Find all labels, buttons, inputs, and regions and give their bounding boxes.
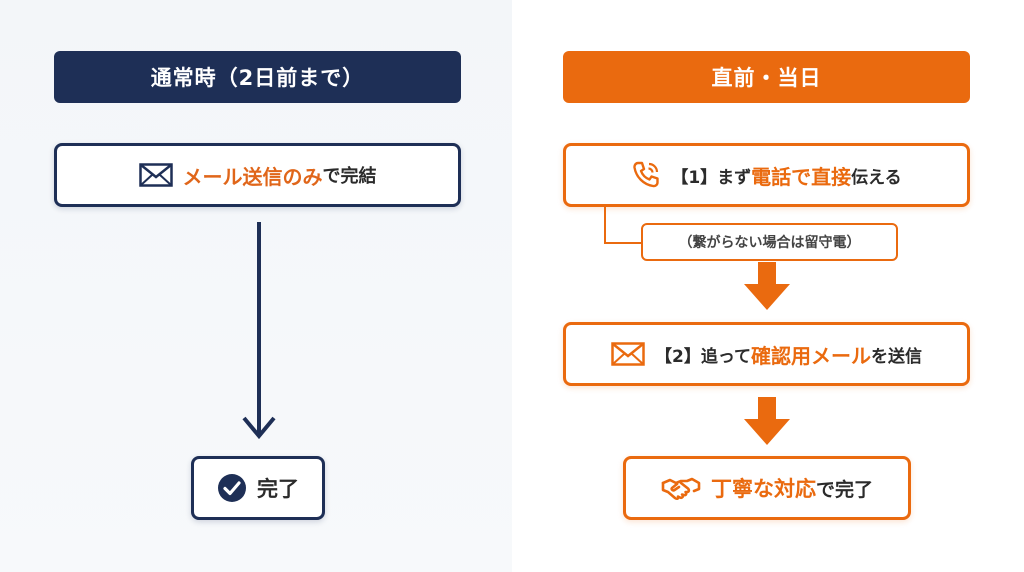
email-step-highlight: 確認用メール [750, 343, 871, 368]
email-step-prefix: 【2】追って [655, 346, 751, 367]
note-connector-vertical [604, 207, 606, 244]
email-only-highlight: メール送信のみ [182, 164, 323, 189]
phone-step-highlight: 電話で直接 [751, 164, 852, 189]
done-right-rest: で完了 [815, 478, 873, 501]
email-step-rest: を送信 [870, 346, 922, 367]
mail-icon [138, 163, 173, 187]
done-box-left: 完了 [191, 456, 325, 520]
done-right-highlight: 丁寧な対応 [710, 477, 816, 501]
phone-step-rest: 伝える [851, 167, 902, 188]
handshake-icon [661, 475, 701, 501]
email-only-step: メール送信のみ で完結 [54, 143, 461, 207]
note-connector-horizontal [604, 242, 642, 244]
down-arrow-1 [744, 262, 790, 310]
down-arrow-2 [744, 397, 790, 445]
phone-call-step: 【1】まず 電話で直接 伝える [563, 143, 970, 207]
confirmation-email-step: 【2】追って 確認用メール を送信 [563, 322, 970, 386]
voicemail-note: （繋がらない場合は留守電） [641, 223, 898, 261]
urgent-case-header: 直前・当日 [563, 51, 970, 103]
phone-step-prefix: 【1】まず [671, 167, 752, 188]
mail-icon [611, 342, 645, 366]
long-down-arrow [242, 222, 276, 440]
email-only-rest: で完結 [322, 166, 377, 187]
phone-icon [631, 160, 661, 190]
normal-case-header: 通常時（2日前まで） [54, 51, 461, 103]
done-box-right: 丁寧な対応 で完了 [623, 456, 911, 520]
check-circle-icon [217, 473, 247, 503]
done-label-left: 完了 [257, 477, 299, 501]
